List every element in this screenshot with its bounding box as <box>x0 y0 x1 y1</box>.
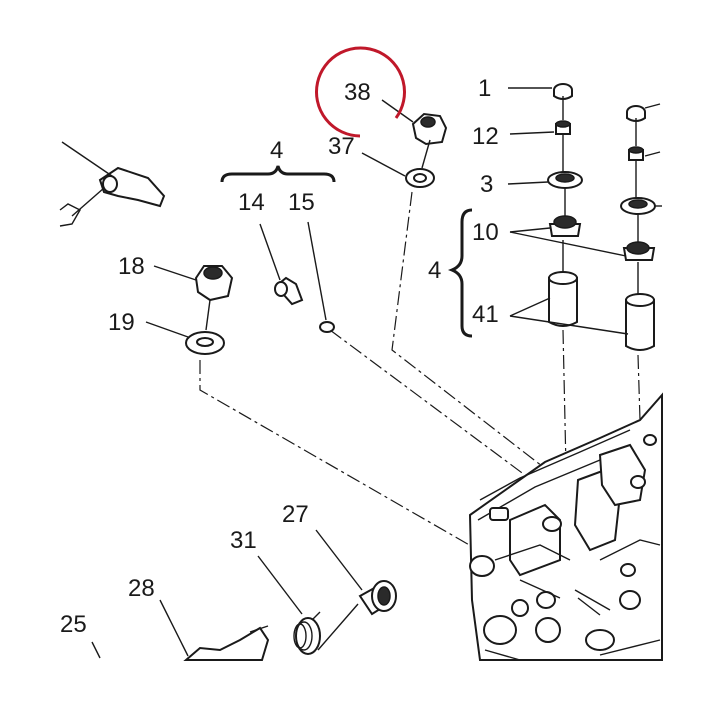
callout-28: 28 <box>128 575 155 602</box>
nut-18 <box>153 265 234 331</box>
assembly-axis-lines <box>199 191 641 561</box>
ring-15 <box>307 221 335 333</box>
callout-41: 41 <box>472 301 499 328</box>
bushing-27 <box>315 529 397 616</box>
valve-stack-column-1 <box>507 83 583 327</box>
callout-10: 10 <box>472 219 499 246</box>
lever-28 <box>159 599 270 661</box>
callout-labels: 1 12 3 10 4 41 4 14 15 18 19 38 37 27 31… <box>60 75 499 638</box>
leader-25 <box>91 641 101 659</box>
callout-38: 38 <box>344 79 371 106</box>
callout-12: 12 <box>472 123 499 150</box>
group-brace-4-left <box>220 165 336 183</box>
valve-stack-column-2 <box>509 103 662 351</box>
cylinder-head <box>468 392 663 661</box>
callout-15: 15 <box>288 189 315 216</box>
washer-19 <box>145 321 225 355</box>
callout-25: 25 <box>60 611 87 638</box>
callout-4-left: 4 <box>270 137 283 164</box>
washer-37 <box>361 139 435 188</box>
nut-38 <box>381 99 448 146</box>
callout-31: 31 <box>230 527 257 554</box>
callout-3: 3 <box>480 171 493 198</box>
callout-4-right: 4 <box>428 257 441 284</box>
group-brace-4-right <box>447 208 473 338</box>
callout-14: 14 <box>238 189 265 216</box>
callout-19: 19 <box>108 309 135 336</box>
callout-1: 1 <box>478 75 491 102</box>
callout-18: 18 <box>118 253 145 280</box>
rocker-arm-part <box>59 141 166 227</box>
callout-27: 27 <box>282 501 309 528</box>
callout-37: 37 <box>328 133 355 160</box>
highlight-ring-38 <box>315 46 406 138</box>
spring-31 <box>257 555 359 655</box>
bolt-14 <box>259 223 304 306</box>
